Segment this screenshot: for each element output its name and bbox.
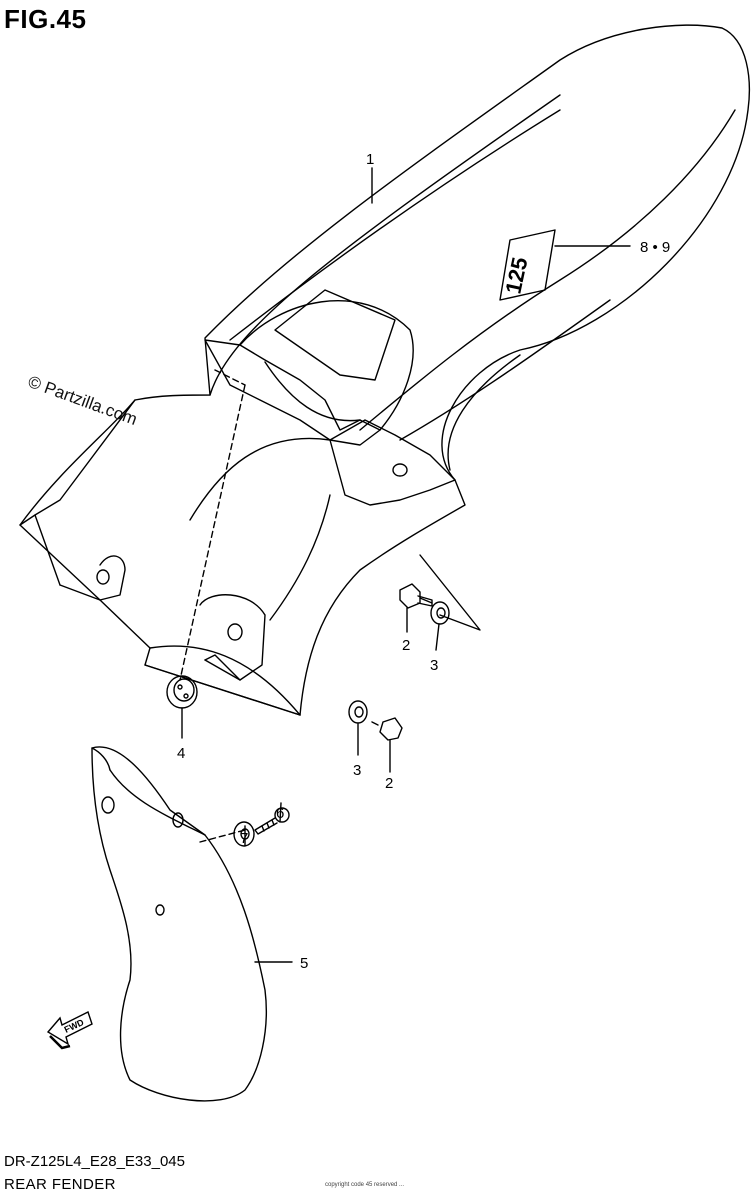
grommet-part (166, 675, 198, 709)
washer-part-lower (348, 700, 368, 724)
leader-line-6 (279, 802, 282, 823)
leader-line-3-upper (435, 623, 440, 651)
callout-3-lower: 3 (353, 762, 361, 779)
callout-1: 1 (366, 151, 374, 168)
figure-caption: REAR FENDER (4, 1176, 116, 1193)
rear-fender-part (19, 24, 751, 716)
screw-part (254, 807, 290, 835)
figure-title: FIG.45 (4, 4, 87, 34)
forward-arrow-icon: FWD (46, 1011, 93, 1050)
callout-5: 5 (300, 955, 308, 972)
bolt-part-upper (399, 583, 433, 609)
callout-8-9: 8 • 9 (640, 239, 670, 256)
callout-2-lower: 2 (385, 775, 393, 792)
mud-flap-part (91, 746, 267, 1102)
fine-print: copyright code 45 reserved ... (325, 1182, 405, 1188)
decal-label: 125 (500, 255, 532, 296)
callout-4: 4 (177, 745, 185, 762)
callout-6: 6 (276, 805, 284, 822)
callout-2-upper: 2 (402, 637, 410, 654)
callout-3-upper: 3 (430, 657, 438, 674)
callout-7: 7 (240, 830, 248, 847)
model-code: DR-Z125L4_E28_E33_045 (4, 1153, 185, 1170)
bolt-part-lower (371, 717, 403, 741)
washer-part-upper (430, 601, 450, 625)
